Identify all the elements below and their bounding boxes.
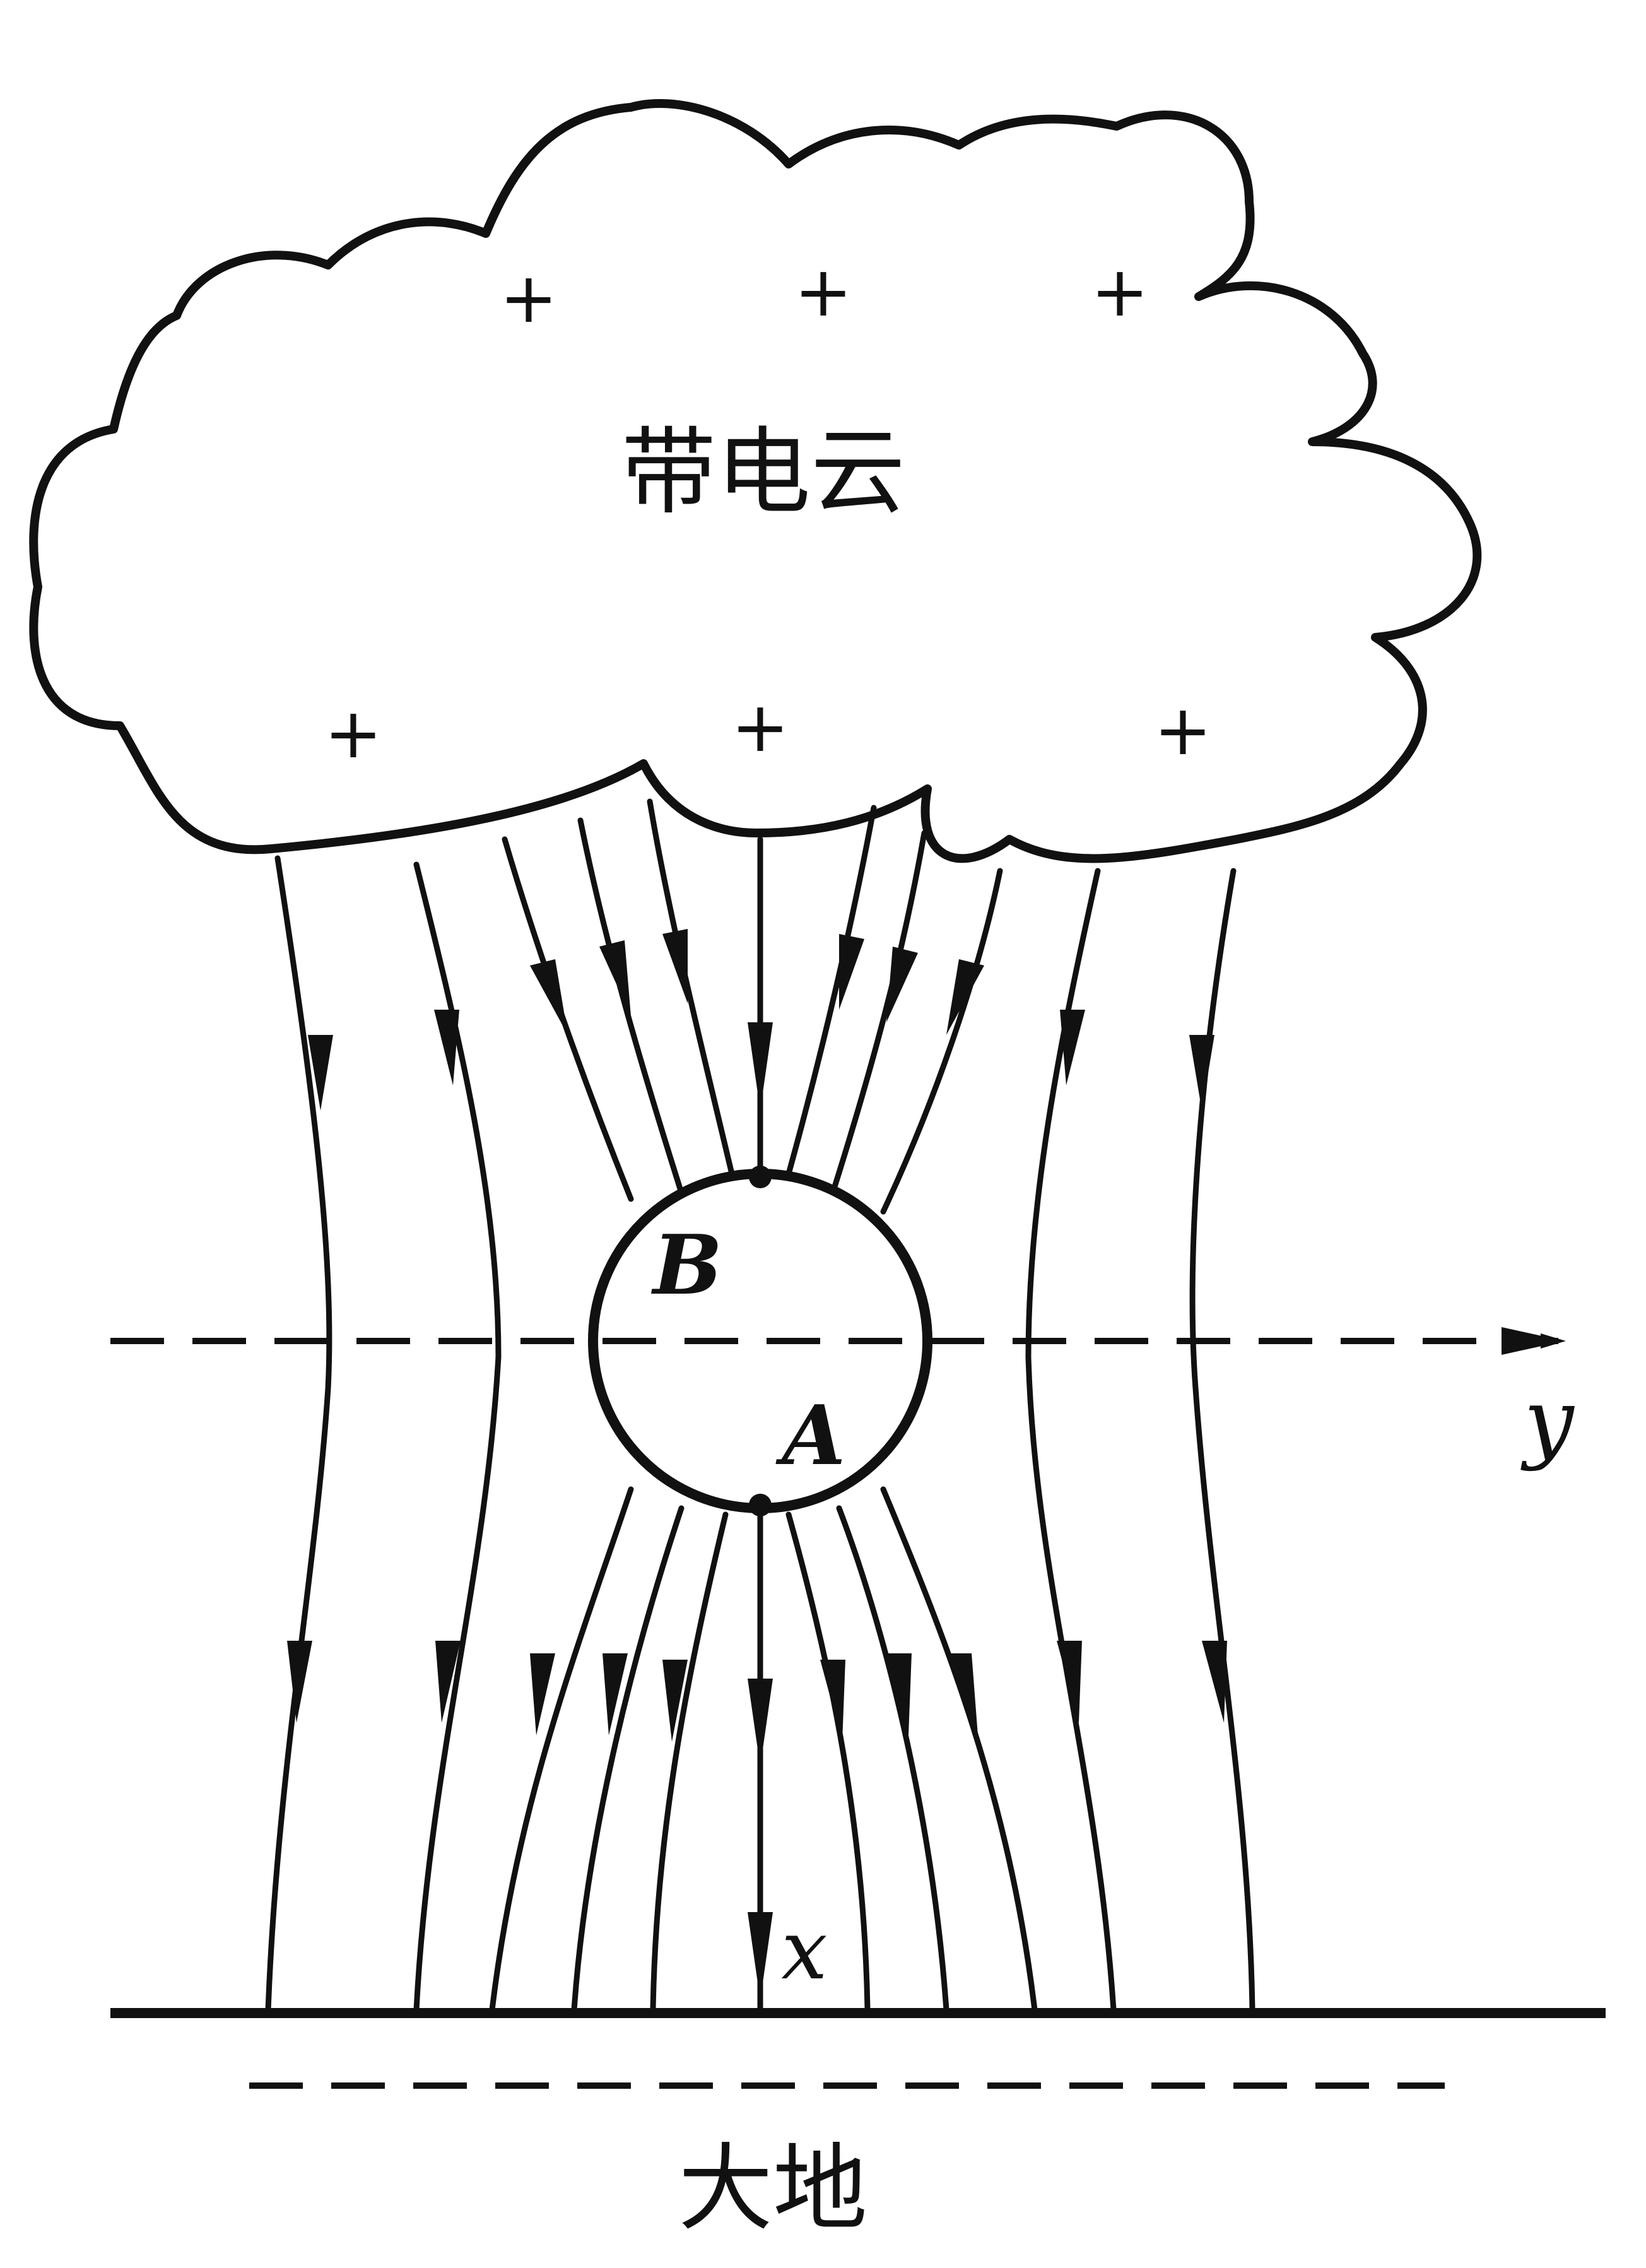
y-axis-label: y: [1520, 1370, 1575, 1473]
arrowhead: [748, 1912, 773, 2000]
arrowhead: [435, 1641, 461, 1723]
arrowhead: [820, 1660, 845, 1742]
arrowhead: [748, 1022, 773, 1111]
point-b-label: B: [650, 1217, 722, 1313]
y-axis-arrowhead: [1502, 1327, 1565, 1355]
point-a-label: A: [775, 1387, 846, 1484]
charge-plus: +: [794, 251, 852, 332]
field-line: [489, 1486, 634, 2013]
charge-plus: +: [1091, 251, 1149, 332]
arrowhead: [530, 959, 568, 1035]
arrowhead: [1202, 1641, 1227, 1723]
field-line: [571, 1505, 685, 2013]
arrowhead: [530, 1653, 555, 1735]
arrowhead: [946, 959, 984, 1035]
field-line: [577, 817, 685, 1196]
arrowhead: [1060, 1010, 1085, 1085]
arrowhead: [886, 947, 918, 1022]
charge-plus: +: [1154, 690, 1212, 771]
field-line: [502, 836, 634, 1202]
field-line: [785, 1511, 871, 2013]
field-line: [880, 868, 1003, 1215]
point-b-dot: [749, 1166, 772, 1188]
charged-cloud: [29, 99, 1482, 863]
x-axis-label: x: [781, 1902, 827, 1998]
arrowhead: [886, 1653, 912, 1735]
ground-label: 大地: [678, 2134, 867, 2244]
field-line: [650, 1511, 729, 2013]
arrowhead: [839, 934, 864, 1010]
arrowhead: [946, 1653, 978, 1735]
arrowhead: [308, 1035, 333, 1111]
cloud-label: 带电云: [621, 418, 905, 528]
field-line: [785, 805, 877, 1177]
field-line: [265, 855, 332, 2013]
field-line-arrows: [287, 929, 1227, 2000]
field-line: [647, 798, 735, 1177]
charge-plus: +: [324, 693, 382, 774]
arrowhead: [287, 1641, 312, 1723]
arrowhead: [1189, 1035, 1214, 1111]
field-line: [880, 1486, 1038, 2013]
field-line: [830, 830, 927, 1196]
arrowhead: [1057, 1641, 1082, 1723]
arrowhead: [434, 1010, 459, 1085]
arrowhead: [748, 1679, 773, 1767]
arrowhead: [662, 929, 688, 1003]
charge-plus: +: [731, 687, 789, 767]
arrowhead: [662, 1660, 688, 1742]
field-line: [413, 861, 502, 2013]
field-line: [1025, 868, 1117, 2013]
charge-plus: +: [500, 257, 558, 338]
arrowhead: [599, 940, 631, 1016]
arrowhead: [603, 1653, 628, 1735]
point-a-dot: [749, 1494, 772, 1516]
field-lines: [265, 798, 1255, 2013]
field-line: [836, 1505, 949, 2013]
